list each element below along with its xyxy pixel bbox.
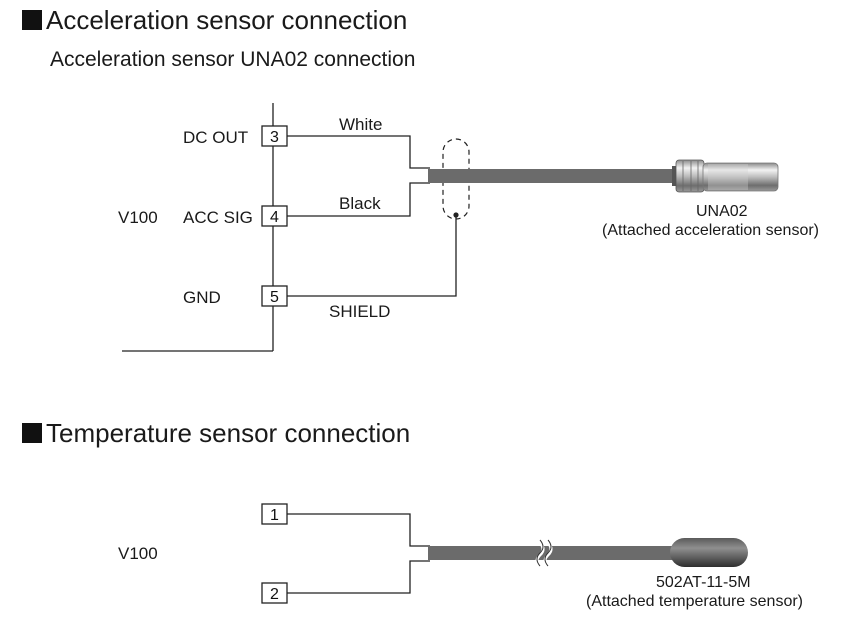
temp-wire-1	[287, 513, 430, 547]
terminal-2-num: 2	[270, 586, 279, 603]
temp-sensor-name: 502AT-11-5M	[656, 574, 751, 591]
temp-heading: Temperature sensor connection	[22, 418, 410, 448]
square-bullet-icon	[22, 423, 42, 443]
terminal-5: 5	[261, 285, 288, 307]
wire-label-shield: SHIELD	[329, 302, 391, 321]
accel-heading-text: Acceleration sensor connection	[46, 5, 408, 35]
accel-sensor-desc: (Attached acceleration sensor)	[602, 222, 819, 239]
terminal-5-num: 5	[270, 289, 279, 306]
temp-cable	[428, 546, 678, 560]
accel-subheading: Acceleration sensor UNA02 connection	[50, 48, 416, 71]
temp-wire-2	[287, 560, 430, 594]
terminal-4: 4	[261, 205, 288, 227]
accel-sensor-name: UNA02	[696, 203, 748, 220]
terminal-3: 3	[261, 125, 288, 147]
square-bullet-icon	[22, 10, 42, 30]
terminal-1: 1	[261, 503, 288, 525]
terminal-4-num: 4	[270, 209, 279, 226]
temp-probe-image	[670, 538, 748, 567]
accel-heading: Acceleration sensor connection	[22, 5, 407, 35]
accel-device-label: V100	[118, 208, 158, 227]
temp-sensor-desc: (Attached temperature sensor)	[586, 593, 803, 610]
una02-sensor-image	[672, 159, 779, 193]
pin-label-gnd: GND	[183, 288, 221, 307]
black-wire	[287, 182, 430, 217]
terminal-1-num: 1	[270, 507, 279, 524]
shield-junction	[453, 212, 459, 218]
terminal-2: 2	[261, 582, 288, 604]
accel-cable	[428, 169, 674, 183]
temp-device-label: V100	[118, 544, 158, 563]
temp-heading-text: Temperature sensor connection	[46, 418, 411, 448]
pin-label-dc-out: DC OUT	[183, 128, 249, 147]
terminal-3-num: 3	[270, 129, 279, 146]
wire-label-black: Black	[339, 194, 381, 213]
wire-label-white: White	[339, 115, 383, 134]
cable-break-icon	[535, 539, 553, 567]
shield-wire	[287, 215, 457, 297]
pin-label-acc-sig: ACC SIG	[183, 208, 253, 227]
white-wire	[287, 135, 430, 169]
